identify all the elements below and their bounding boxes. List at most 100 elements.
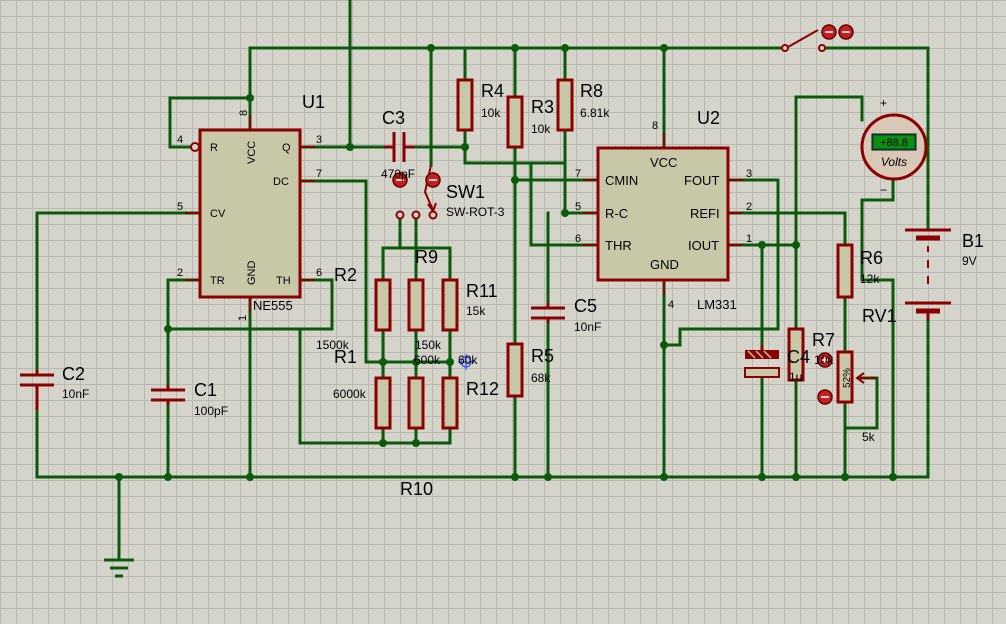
resistor-r2[interactable] <box>374 278 392 332</box>
resistor-r10[interactable] <box>407 376 425 430</box>
r7-increase-control[interactable] <box>817 352 833 368</box>
u2-ref: U2 <box>697 108 720 128</box>
wire-battery-top <box>820 46 930 232</box>
resistor-r6[interactable] <box>836 243 854 299</box>
junction-dot <box>511 176 519 184</box>
junction-dot <box>115 473 123 481</box>
r1-ref: R1 <box>334 347 357 367</box>
battery-b1[interactable] <box>905 228 951 320</box>
u2-pin-num-5: 5 <box>575 201 581 213</box>
r1-value: 6000k <box>333 387 367 401</box>
r2-value: 1500k <box>316 338 350 352</box>
u1-pin-num-5: 5 <box>177 201 183 213</box>
resistor-r9[interactable] <box>407 278 425 332</box>
u2-pin-rc: R-C <box>605 206 628 221</box>
potentiometer-rv1[interactable] <box>836 350 854 404</box>
junction-dot <box>561 209 569 217</box>
u2-pin-cmin: CMIN <box>605 173 638 188</box>
rv1-value: 5k <box>862 430 876 444</box>
u2-pin-num-3: 3 <box>746 168 752 180</box>
junction-dot <box>346 143 354 151</box>
u1-pin-dc: DC <box>273 176 289 188</box>
r9-value: 600k <box>414 353 441 367</box>
r3-ref: R3 <box>531 97 554 117</box>
u2-value: LM331 <box>697 297 737 312</box>
resistor-r11[interactable] <box>441 278 459 332</box>
junction-dot <box>792 241 800 249</box>
rv1-wiper-arrow <box>855 372 877 384</box>
r5-ref: R5 <box>531 346 554 366</box>
junction-dot <box>511 473 519 481</box>
junction-dot <box>379 439 387 447</box>
r9-value-top: 150k <box>415 338 442 352</box>
capacitor-c5[interactable] <box>531 303 565 323</box>
r7-ref: R7 <box>812 330 835 350</box>
capacitor-c4[interactable] <box>744 345 780 378</box>
resistor-r4[interactable] <box>456 78 474 132</box>
u1-pin-tr: TR <box>210 275 225 287</box>
u1-pin-num-4: 4 <box>177 134 183 146</box>
junction-dot <box>446 358 454 366</box>
junction-dot <box>544 473 552 481</box>
resistor-r12[interactable] <box>441 376 459 430</box>
junction-dot <box>660 44 668 52</box>
rv1-position: 52% <box>842 368 853 388</box>
junction-dot <box>412 358 420 366</box>
c2-ref: C2 <box>62 364 85 384</box>
wire-th <box>166 278 334 331</box>
junction-dot <box>792 473 800 481</box>
u1-pin-num-1: 1 <box>237 315 249 321</box>
junction-dot <box>889 473 897 481</box>
ground-symbol <box>104 558 134 578</box>
c3-ref: C3 <box>382 108 405 128</box>
r5-value: 68k <box>531 371 551 385</box>
resistor-r5[interactable] <box>506 342 524 398</box>
c2-value: 10nF <box>62 387 89 401</box>
voltmeter-unit: Volts <box>881 155 907 169</box>
power-switch-close-control[interactable] <box>821 24 837 40</box>
resistor-r1[interactable] <box>374 376 392 430</box>
power-switch-open-control[interactable] <box>838 24 854 40</box>
junction-dot <box>561 44 569 52</box>
power-switch[interactable] <box>780 29 826 52</box>
component-labels: C3 470pF SW1 SW-ROT-3 R4 10k R3 10k R8 6… <box>62 81 984 499</box>
c4-value: 1u <box>789 370 802 384</box>
c5-value: 10nF <box>574 320 601 334</box>
junction-dot <box>164 325 172 333</box>
r12-ref: R12 <box>466 379 499 399</box>
u2-pin-num-6: 6 <box>575 233 581 245</box>
resistor-r8[interactable] <box>556 78 574 132</box>
r8-value: 6.81k <box>580 106 610 120</box>
u2-pin-num-7: 7 <box>575 168 581 180</box>
c1-ref: C1 <box>194 380 217 400</box>
r4-ref: R4 <box>481 81 504 101</box>
r4-value: 10k <box>481 106 501 120</box>
wire-bank-left <box>298 327 385 445</box>
b1-ref: B1 <box>962 231 984 251</box>
junction-dot <box>841 473 849 481</box>
r11-ref: R11 <box>466 281 498 301</box>
capacitor-c1[interactable] <box>151 385 185 405</box>
wire-tr <box>166 278 202 387</box>
junctions <box>115 44 897 481</box>
wire-cv <box>35 211 202 372</box>
u2-pin-refi: REFI <box>690 206 720 221</box>
sw1-control-right[interactable] <box>425 172 441 188</box>
junction-dot <box>164 473 172 481</box>
resistor-r7[interactable] <box>787 327 805 382</box>
resistor-r3[interactable] <box>506 95 524 149</box>
junction-dot <box>461 143 469 151</box>
capacitor-c3[interactable] <box>384 132 414 162</box>
wire-fout <box>662 178 780 347</box>
sw1-control-left[interactable] <box>392 172 408 188</box>
u1-ne555[interactable]: R VCC Q DC CV TR GND TH 4 8 3 7 5 2 1 6 … <box>177 92 325 321</box>
rotary-switch-sw1[interactable] <box>395 164 438 220</box>
capacitor-c2[interactable] <box>20 370 54 410</box>
wire-meter-minus <box>860 173 895 479</box>
r11-value: 15k <box>466 304 486 318</box>
u2-lm331[interactable]: VCC CMIN FOUT R-C REFI THR IOUT GND 8 7 … <box>575 108 752 312</box>
rv1-decrease-control[interactable] <box>817 389 833 405</box>
junction-dot <box>246 94 254 102</box>
junction-dot <box>660 473 668 481</box>
